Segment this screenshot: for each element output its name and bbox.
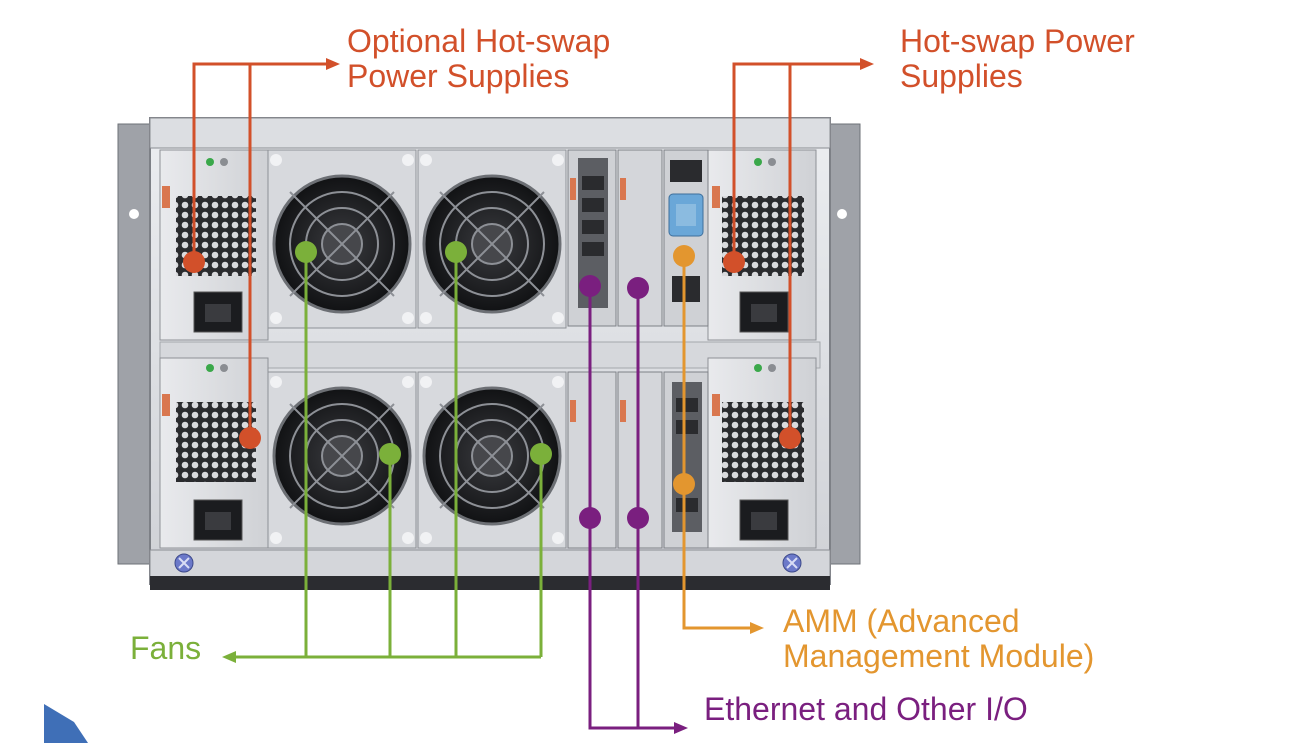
power-supply-bottom-left[interactable] <box>159 357 269 549</box>
psu-latch[interactable] <box>162 394 170 416</box>
corner-logo-fragment <box>44 704 88 743</box>
chassis-top-bar <box>149 117 831 149</box>
callout-amm <box>682 256 764 634</box>
status-led-icon <box>754 364 762 372</box>
power-supply-top-left[interactable] <box>159 149 269 341</box>
status-led-icon <box>206 364 214 372</box>
label-line: Optional Hot-swap <box>347 23 611 59</box>
status-led-icon <box>768 364 776 372</box>
label-amm: AMM (Advanced Management Module) <box>783 604 1094 674</box>
amm-module-top[interactable] <box>663 149 709 327</box>
label-line: Supplies <box>900 58 1023 94</box>
io-module-top-1[interactable] <box>567 149 617 327</box>
callout-dot <box>723 251 801 449</box>
status-led-icon <box>220 364 228 372</box>
callout-fans <box>222 252 543 663</box>
label-line: AMM (Advanced <box>783 603 1020 639</box>
io-module-top-2[interactable] <box>617 149 663 327</box>
psu-latch[interactable] <box>712 186 720 208</box>
fan-module-top-right[interactable] <box>417 149 567 329</box>
status-led-icon <box>754 158 762 166</box>
psu-latch[interactable] <box>712 394 720 416</box>
callout-dot <box>295 241 552 465</box>
label-ethernet-and-other-io: Ethernet and Other I/O <box>704 691 1028 727</box>
callout-dot <box>579 275 649 529</box>
psu-latch[interactable] <box>162 186 170 208</box>
power-supply-top-right[interactable] <box>707 149 817 341</box>
label-fans: Fans <box>130 630 202 666</box>
fan-module-bottom-left[interactable] <box>267 371 417 549</box>
power-supply-bottom-right[interactable] <box>707 357 817 549</box>
label-optional-hot-swap-power-supplies: Optional Hot-swap Power Supplies <box>347 24 610 94</box>
callout-dot <box>183 251 261 449</box>
callout-dot <box>673 245 695 495</box>
left-rail <box>117 123 153 565</box>
status-led-icon <box>768 158 776 166</box>
chassis-base <box>150 576 830 590</box>
label-hot-swap-power-supplies: Hot-swap Power Supplies <box>900 24 1135 94</box>
callout-optional-psu <box>192 58 340 438</box>
amm-module-bottom[interactable] <box>663 371 709 549</box>
thumbscrew-icon[interactable] <box>782 553 802 573</box>
label-line: Management Module) <box>783 638 1095 674</box>
fan-module-top-left[interactable] <box>267 149 417 329</box>
callout-hotswap-psu <box>732 58 874 438</box>
label-line: Hot-swap Power <box>900 23 1135 59</box>
status-led-icon <box>206 158 214 166</box>
rail-hole <box>837 209 847 219</box>
rail-hole <box>129 209 139 219</box>
label-line: Power Supplies <box>347 58 570 94</box>
thumbscrew-icon[interactable] <box>174 553 194 573</box>
status-led-icon <box>220 158 228 166</box>
